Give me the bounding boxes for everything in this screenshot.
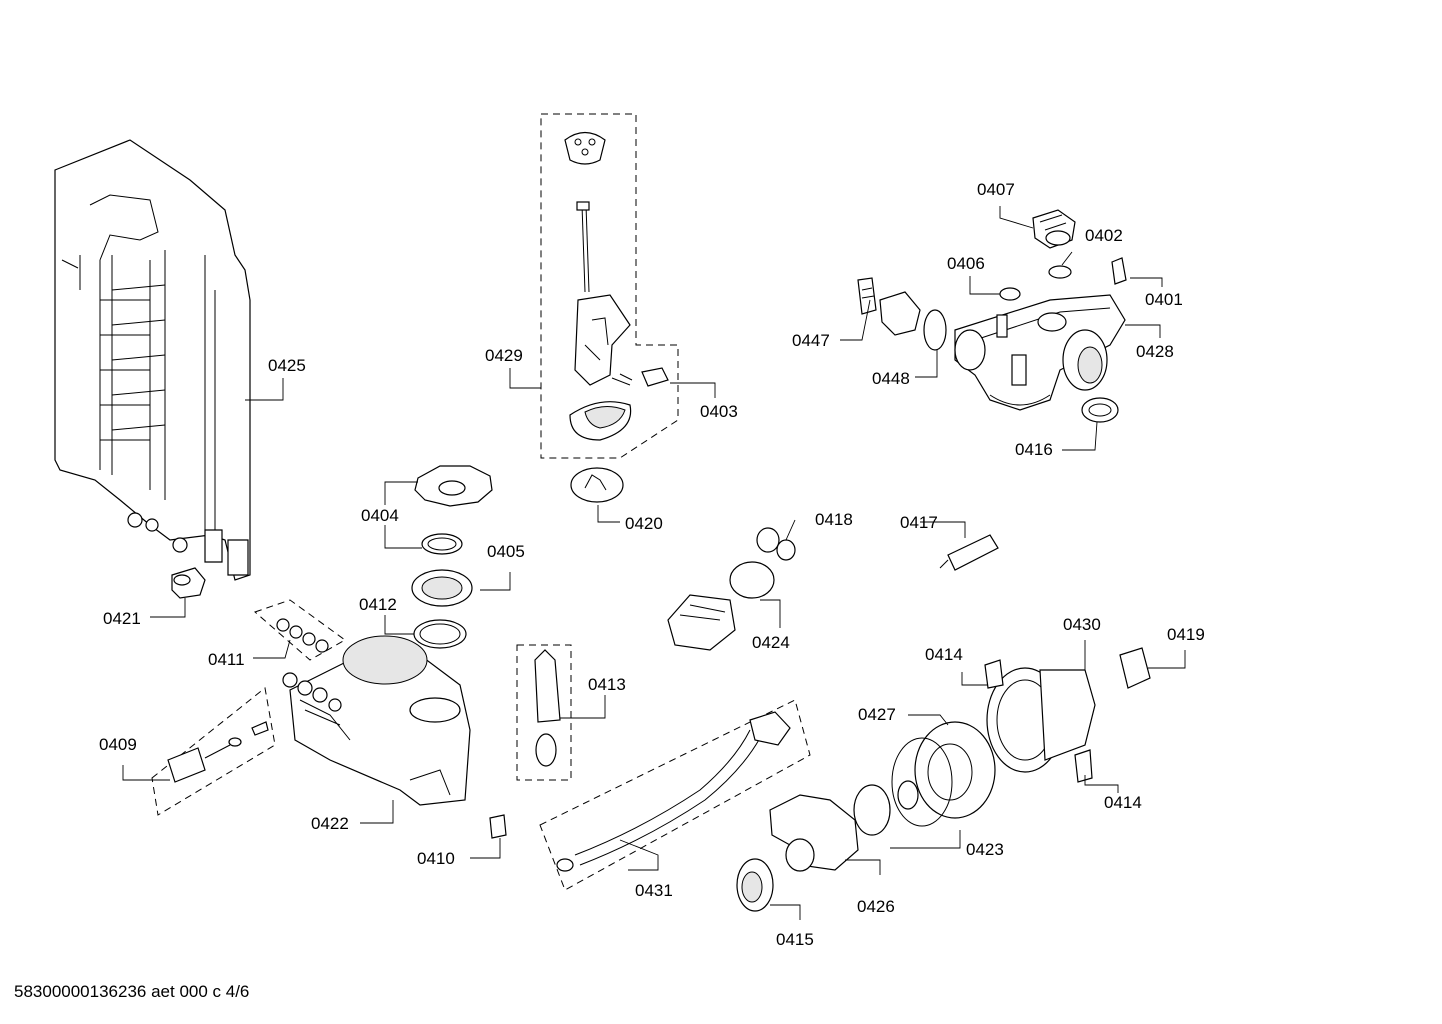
callout-0411: 0411 [208, 650, 245, 669]
part-0416-clamp [1081, 397, 1119, 423]
part-0402-ring [1048, 265, 1072, 279]
callout-0407: 0407 [977, 180, 1015, 199]
part-0426-pump-cover [769, 794, 859, 872]
part-0448-valve [879, 291, 947, 351]
callout-0416: 0416 [1015, 440, 1053, 459]
part-0431-drain-hose [539, 699, 811, 891]
part-0413-sensor-kit [516, 644, 572, 781]
callout-0414-top: 0414 [925, 645, 963, 664]
part-0421-connector [171, 567, 206, 599]
callout-0419: 0419 [1167, 625, 1205, 644]
callout-0427: 0427 [858, 705, 896, 724]
part-0425-duct-assembly [54, 139, 251, 581]
part-0418-seal [756, 527, 796, 561]
callout-0410: 0410 [417, 849, 455, 868]
callout-0412: 0412 [359, 595, 397, 614]
part-0430-heat-pump [986, 667, 1096, 773]
callout-0415: 0415 [776, 930, 814, 949]
callout-0426: 0426 [857, 897, 895, 916]
document-id: 58300000136236 aet 000 c 4/6 [14, 982, 250, 1001]
part-0412-ring [411, 569, 473, 607]
part-0427-pump-housing [914, 721, 996, 819]
part-0424-pump-motor [667, 561, 775, 651]
callout-0414-bottom: 0414 [1104, 793, 1142, 812]
callout-0405: 0405 [487, 542, 525, 561]
callout-0402: 0402 [1085, 226, 1123, 245]
callout-0401: 0401 [1145, 290, 1183, 309]
callout-0429: 0429 [485, 346, 523, 365]
callout-0404: 0404 [361, 506, 399, 525]
callout-0448: 0448 [872, 369, 910, 388]
part-0404-nut [414, 465, 493, 507]
callout-0403: 0403 [700, 402, 738, 421]
part-0414-clip-bottom [1074, 749, 1093, 783]
callout-0418: 0418 [815, 510, 853, 529]
callout-0430: 0430 [1063, 615, 1101, 634]
callout-0421: 0421 [103, 609, 141, 628]
part-0410-clip [489, 814, 507, 839]
callout-0413: 0413 [588, 675, 626, 694]
part-0409-valve-kit [151, 687, 276, 816]
part-0429-float-assembly [540, 113, 679, 459]
part-impeller [853, 784, 891, 836]
part-0415-seal [736, 858, 774, 912]
callout-0447: 0447 [792, 331, 830, 350]
callout-0417: 0417 [900, 513, 938, 532]
callout-0409: 0409 [99, 735, 137, 754]
leader-lines [122, 206, 1186, 920]
part-0403-clip [641, 367, 669, 387]
part-0417-drain-pin [939, 534, 999, 571]
part-0422-salt-container [282, 635, 471, 806]
part-0406-ring [999, 287, 1021, 301]
callout-0424: 0424 [752, 633, 790, 652]
callout-0422: 0422 [311, 814, 349, 833]
part-0419-connector [1119, 647, 1151, 689]
callout-0420: 0420 [625, 514, 663, 533]
part-0401-clip [1111, 257, 1127, 285]
callout-0431: 0431 [635, 881, 673, 900]
part-0411-plugs [254, 599, 346, 661]
part-0423-gasket [891, 737, 953, 827]
part-0414-clip-top [984, 659, 1004, 689]
callout-0425: 0425 [268, 356, 306, 375]
callout-0423: 0423 [966, 840, 1004, 859]
part-0405-gasket [421, 533, 463, 555]
callout-0406: 0406 [947, 254, 985, 273]
part-0447-bracket [857, 277, 877, 315]
part-0407-sensor [1032, 209, 1076, 249]
part-0428-valve-block [954, 294, 1126, 411]
part-0420-cap [570, 467, 624, 503]
callout-0428: 0428 [1136, 342, 1174, 361]
